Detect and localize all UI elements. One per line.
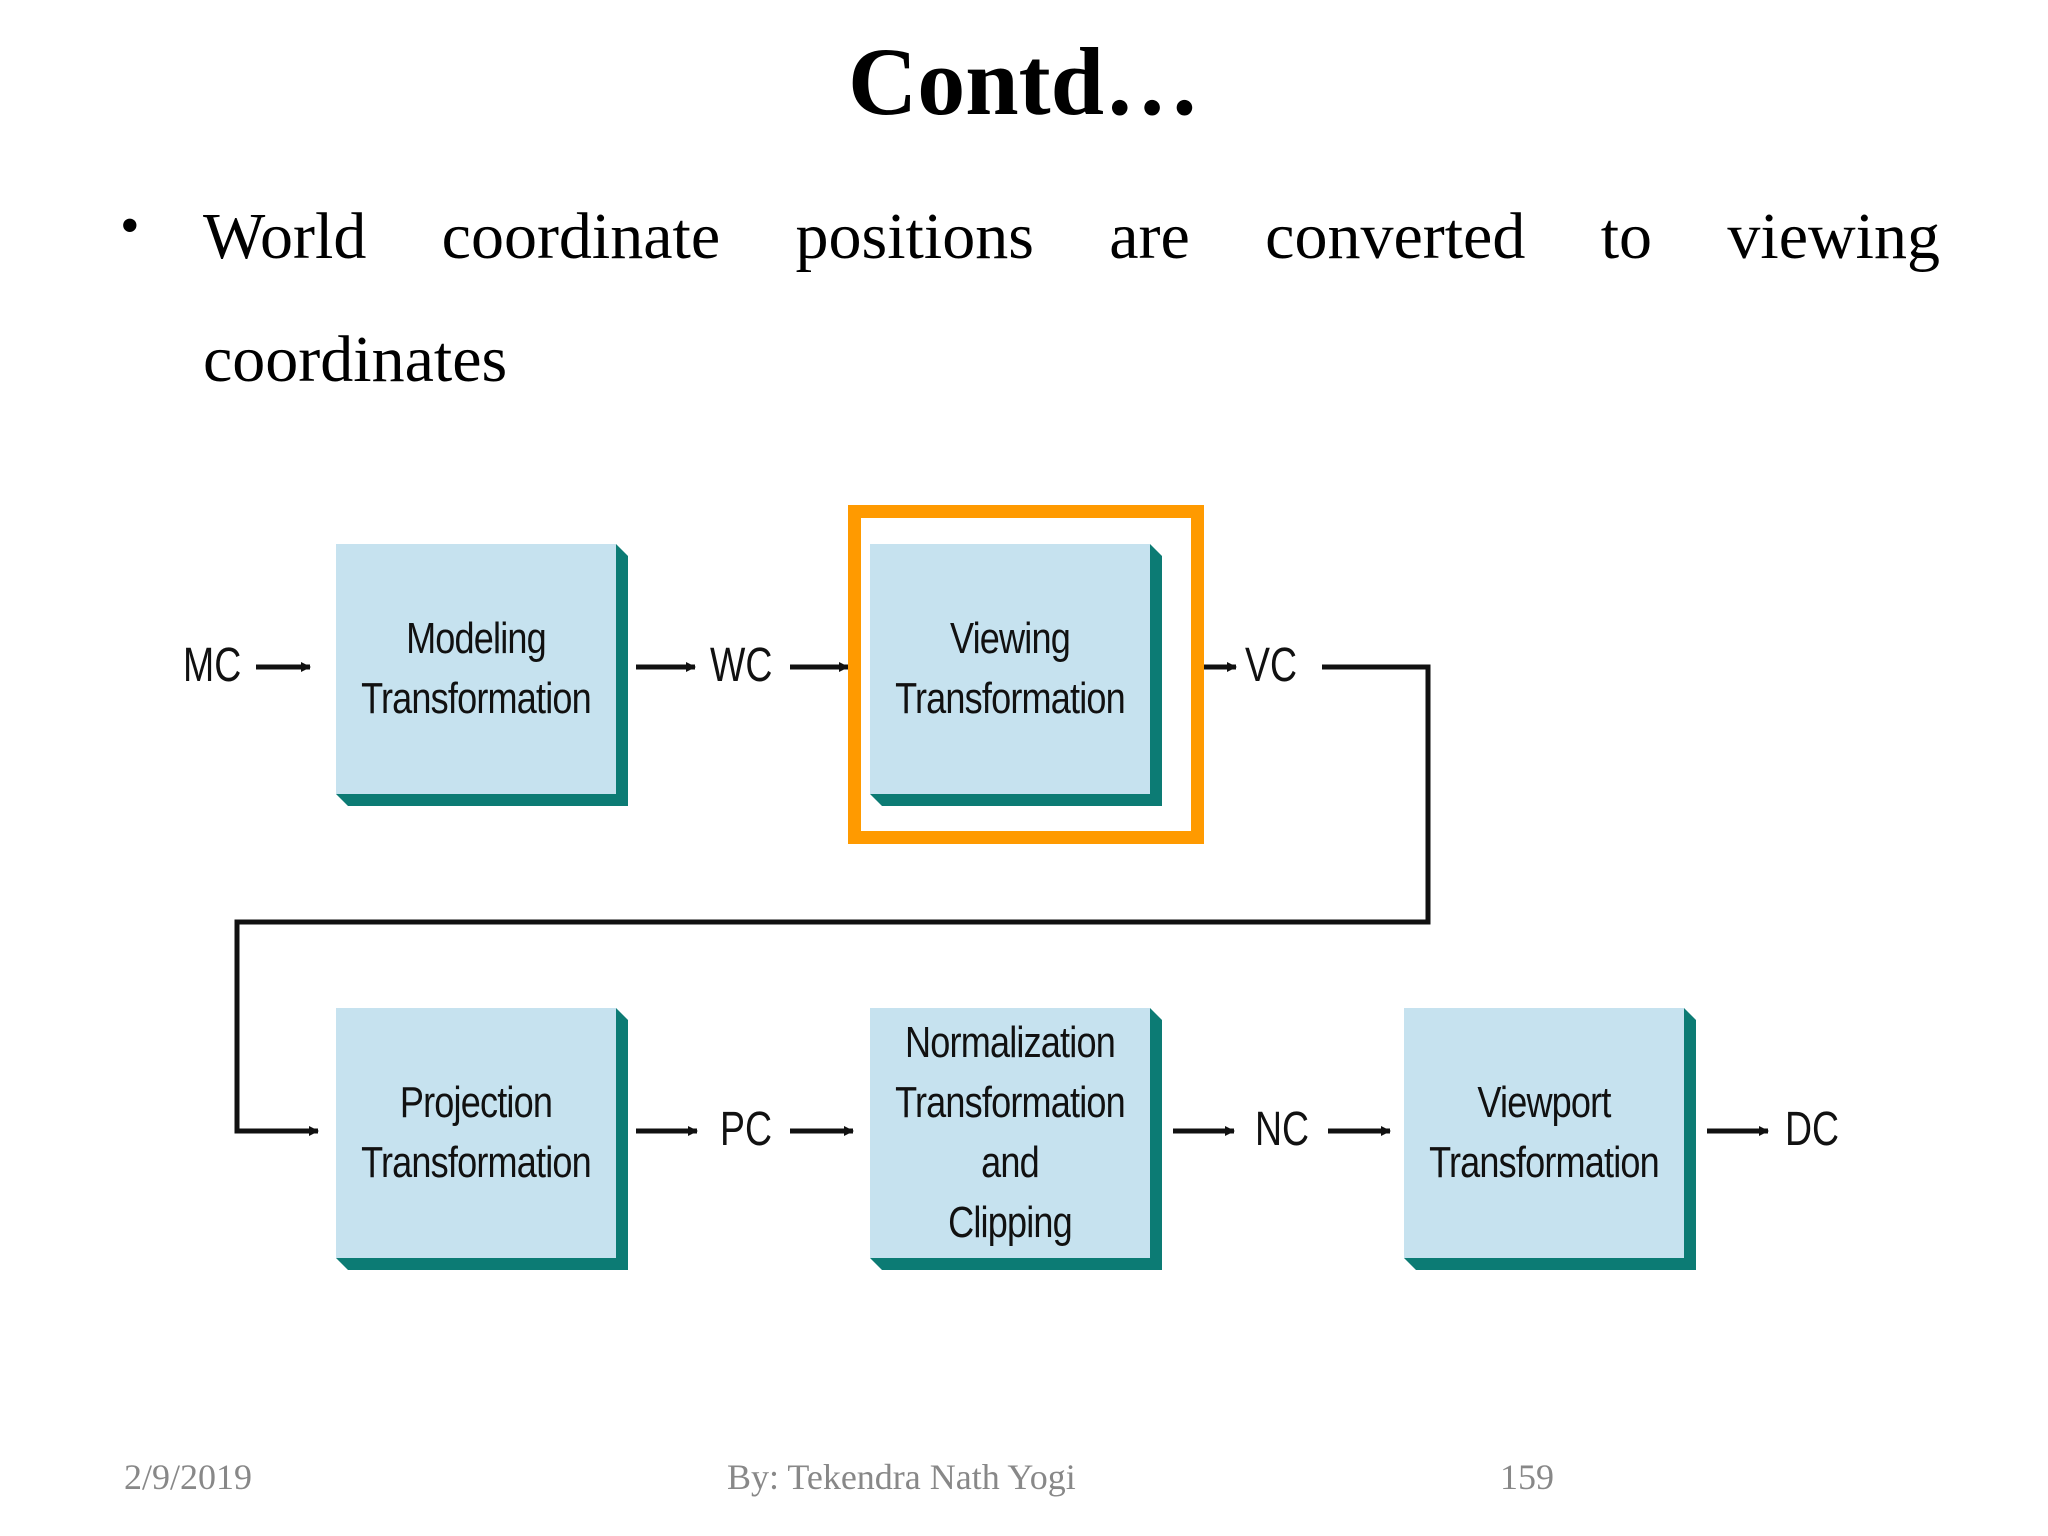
box-label-line: Normalization — [905, 1018, 1116, 1067]
box-shadow-right — [1150, 544, 1162, 806]
footer-page-number: 159 — [1500, 1457, 1554, 1497]
box-label: Viewport Transformation — [1429, 1008, 1660, 1258]
label-vc: VC — [1245, 639, 1298, 692]
bullet-word: converted — [1265, 200, 1526, 273]
box-label-line: Modeling — [406, 614, 547, 663]
box-shadow-right — [1684, 1008, 1696, 1270]
box-label-line: Viewing — [950, 614, 1071, 663]
viewing-transformation-box: Viewing Transformation — [870, 544, 1162, 809]
box-label-line: Transformation — [361, 674, 592, 723]
box-label: Normalization Transformation and Clippin… — [895, 1008, 1126, 1258]
box-label: Modeling Transformation — [361, 544, 592, 794]
footer-author: By: Tekendra Nath Yogi — [727, 1457, 1076, 1497]
bullet-text-line-1: World coordinate positions are converted… — [203, 200, 1940, 274]
bullet-word: positions — [795, 200, 1034, 273]
bullet-word: coordinate — [441, 200, 721, 273]
label-pc: PC — [720, 1103, 773, 1156]
box-label-line: and — [981, 1138, 1040, 1187]
box-label: Projection Transformation — [361, 1008, 592, 1258]
bullet-marker: • — [120, 195, 140, 257]
box-label: Viewing Transformation — [895, 544, 1126, 794]
box-face — [336, 1008, 616, 1258]
box-label-line: Viewport — [1477, 1078, 1611, 1127]
connector-vc-to-projection — [234, 664, 1431, 1136]
box-label-line: Transformation — [895, 674, 1126, 723]
bullet-word: World — [203, 200, 367, 273]
label-wc: WC — [710, 639, 773, 692]
box-label-line: Projection — [399, 1078, 553, 1127]
projection-transformation-box: Projection Transformation — [336, 1008, 628, 1273]
box-shadow-right — [616, 1008, 628, 1270]
box-shadow-bottom — [870, 1258, 1162, 1270]
box-shadow-right — [1150, 1008, 1162, 1270]
footer-date: 2/9/2019 — [124, 1457, 253, 1497]
box-label-line: Transformation — [1429, 1138, 1660, 1187]
normalization-clipping-box: Normalization Transformation and Clippin… — [870, 1008, 1162, 1273]
box-label-line: Transformation — [895, 1078, 1126, 1127]
box-label-line: Clipping — [948, 1198, 1073, 1247]
label-dc: DC — [1785, 1103, 1840, 1156]
viewport-transformation-box: Viewport Transformation — [1404, 1008, 1696, 1273]
box-shadow-bottom — [336, 794, 628, 806]
bullet-word: to — [1600, 200, 1653, 273]
box-face — [870, 544, 1150, 794]
label-mc: MC — [183, 639, 242, 692]
viewing-highlight-frame — [848, 505, 1204, 844]
box-shadow-bottom — [1404, 1258, 1696, 1270]
bullet-word: viewing — [1727, 200, 1940, 273]
modeling-transformation-box: Modeling Transformation — [336, 544, 628, 809]
box-shadow-bottom — [336, 1258, 628, 1270]
box-label-line: Transformation — [361, 1138, 592, 1187]
box-face — [336, 544, 616, 794]
label-nc: NC — [1255, 1103, 1310, 1156]
box-shadow-bottom — [870, 794, 1162, 806]
slide-title: Contd… — [847, 28, 1201, 135]
box-face — [1404, 1008, 1684, 1258]
box-shadow-right — [616, 544, 628, 806]
bullet-word: are — [1109, 200, 1190, 273]
bullet-text-line-2: coordinates — [203, 323, 508, 396]
box-face — [870, 1008, 1150, 1258]
